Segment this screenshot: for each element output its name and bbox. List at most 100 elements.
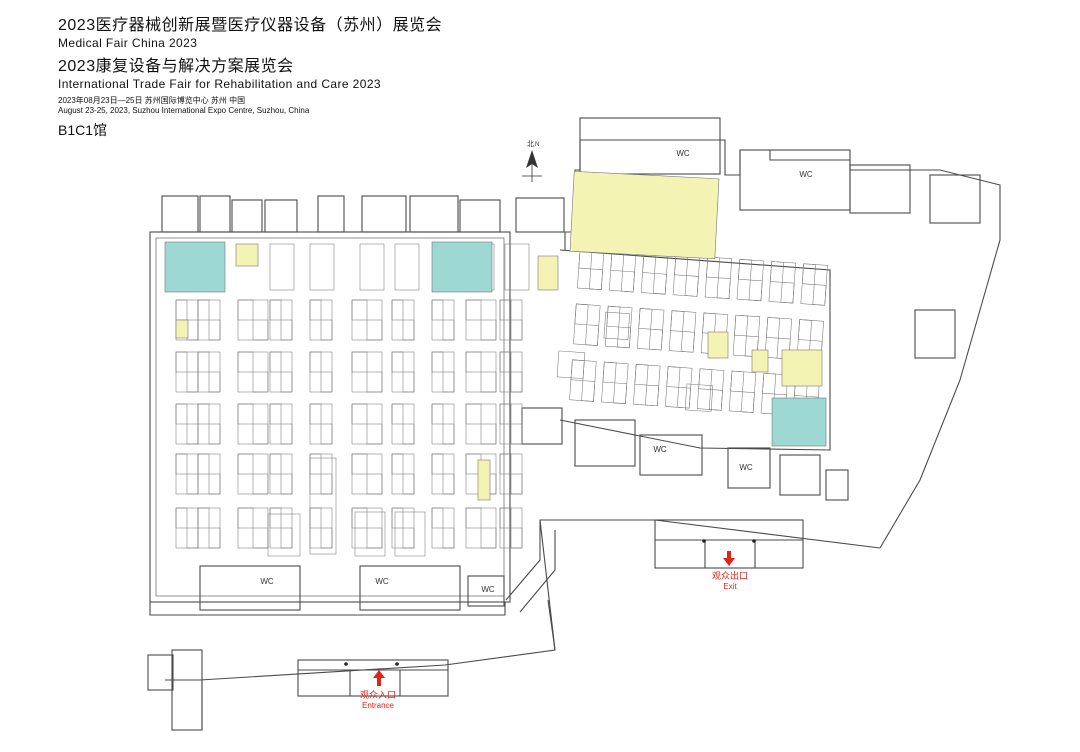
- booth: [351, 453, 368, 475]
- booth: [465, 299, 482, 321]
- booth: [762, 372, 777, 395]
- booth: [208, 423, 221, 445]
- booth: [716, 277, 731, 299]
- booth: [197, 351, 210, 373]
- booth: [175, 403, 188, 425]
- feature-booth-yellow-3: [175, 319, 189, 339]
- booth: [197, 403, 210, 425]
- booth: [465, 507, 482, 529]
- booth: [556, 350, 586, 379]
- booth: [769, 261, 784, 283]
- feature-booth-yellow-5: [707, 331, 729, 359]
- date-venue-cn: 2023年08月23日—25日 苏州国际博览中心 苏州 中国: [58, 96, 246, 105]
- feature-booth-yellow-6: [751, 349, 769, 373]
- feature-zone-teal-2: [431, 241, 493, 293]
- booth: [237, 351, 254, 373]
- exit-label-cn: 观众出口: [711, 571, 748, 581]
- booth: [280, 319, 293, 341]
- booth: [706, 256, 721, 279]
- booth: [684, 275, 699, 297]
- booth: [510, 371, 523, 393]
- feature-zone-teal-1: [164, 241, 226, 293]
- booth: [351, 507, 368, 529]
- booth: [613, 382, 628, 404]
- booth: [175, 299, 188, 321]
- booth: [617, 326, 631, 349]
- booth: [606, 305, 621, 328]
- booth: [499, 351, 512, 373]
- booth: [480, 319, 497, 341]
- booth: [366, 423, 383, 445]
- booth: [431, 299, 444, 321]
- booth: [175, 507, 188, 529]
- booth: [237, 507, 254, 529]
- booth: [465, 403, 482, 425]
- booth: [320, 527, 333, 549]
- booth: [674, 254, 689, 276]
- booth: [208, 473, 221, 495]
- booth: [442, 473, 455, 495]
- booth: [670, 310, 685, 332]
- booth: [269, 243, 295, 291]
- booth: [402, 319, 415, 341]
- booth: [684, 383, 714, 412]
- booth: [175, 351, 188, 373]
- booth: [186, 371, 199, 393]
- feature-zone-yellow-large: [569, 170, 720, 260]
- map-header: 2023医疗器械创新展暨医疗仪器设备（苏州）展览会 Medical Fair C…: [58, 16, 618, 139]
- booth: [698, 368, 713, 390]
- entrance-label-en: Entrance: [361, 701, 395, 710]
- feature-zone-teal-3: [771, 397, 827, 447]
- title-cn-medical-fair: 2023医疗器械创新展暨医疗仪器设备（苏州）展览会: [58, 17, 443, 34]
- booth: [652, 273, 667, 295]
- feature-zone-yellow-small: [781, 349, 823, 387]
- direction-arrows: [373, 551, 735, 686]
- title-en-medical-fair: Medical Fair China 2023: [58, 36, 198, 50]
- booth: [309, 403, 322, 425]
- booth: [366, 319, 383, 341]
- booth: [237, 453, 254, 475]
- booth: [442, 371, 455, 393]
- booth: [510, 423, 523, 445]
- booth: [237, 299, 254, 321]
- booth: [309, 453, 322, 475]
- booth: [252, 473, 269, 495]
- booth: [780, 282, 795, 304]
- booth: [666, 366, 681, 388]
- booth: [197, 507, 210, 529]
- wc-label: WC: [375, 577, 389, 586]
- exit-label: 观众出口 Exit: [690, 571, 770, 592]
- booth: [197, 299, 210, 321]
- booth: [402, 423, 415, 445]
- booth: [431, 507, 444, 529]
- booth: [366, 371, 383, 393]
- booth: [480, 423, 497, 445]
- booth: [280, 423, 293, 445]
- booth: [175, 453, 188, 475]
- booth: [237, 403, 254, 425]
- booth: [402, 371, 415, 393]
- booth: [480, 527, 497, 549]
- booth: [702, 312, 717, 334]
- booth: [589, 268, 603, 290]
- booth: [351, 351, 368, 373]
- door-markers: [344, 539, 756, 666]
- booth: [480, 371, 497, 393]
- title-en-rehab-fair: International Trade Fair for Rehabilitat…: [58, 77, 381, 91]
- exit-arrow-icon: [723, 551, 735, 566]
- restroom-labels: WC WC WC WC WC WC WC: [260, 149, 813, 594]
- booth: [359, 243, 385, 291]
- booth: [766, 317, 781, 339]
- booth: [208, 371, 221, 393]
- booth: [366, 527, 383, 549]
- booth: [280, 527, 293, 549]
- booth: [620, 270, 635, 293]
- booth: [394, 511, 426, 557]
- booth: [320, 423, 333, 445]
- booth: [208, 319, 221, 341]
- booth: [585, 324, 600, 346]
- north-arrow-icon: [526, 150, 538, 168]
- booth: [648, 328, 663, 351]
- booth: [510, 473, 523, 495]
